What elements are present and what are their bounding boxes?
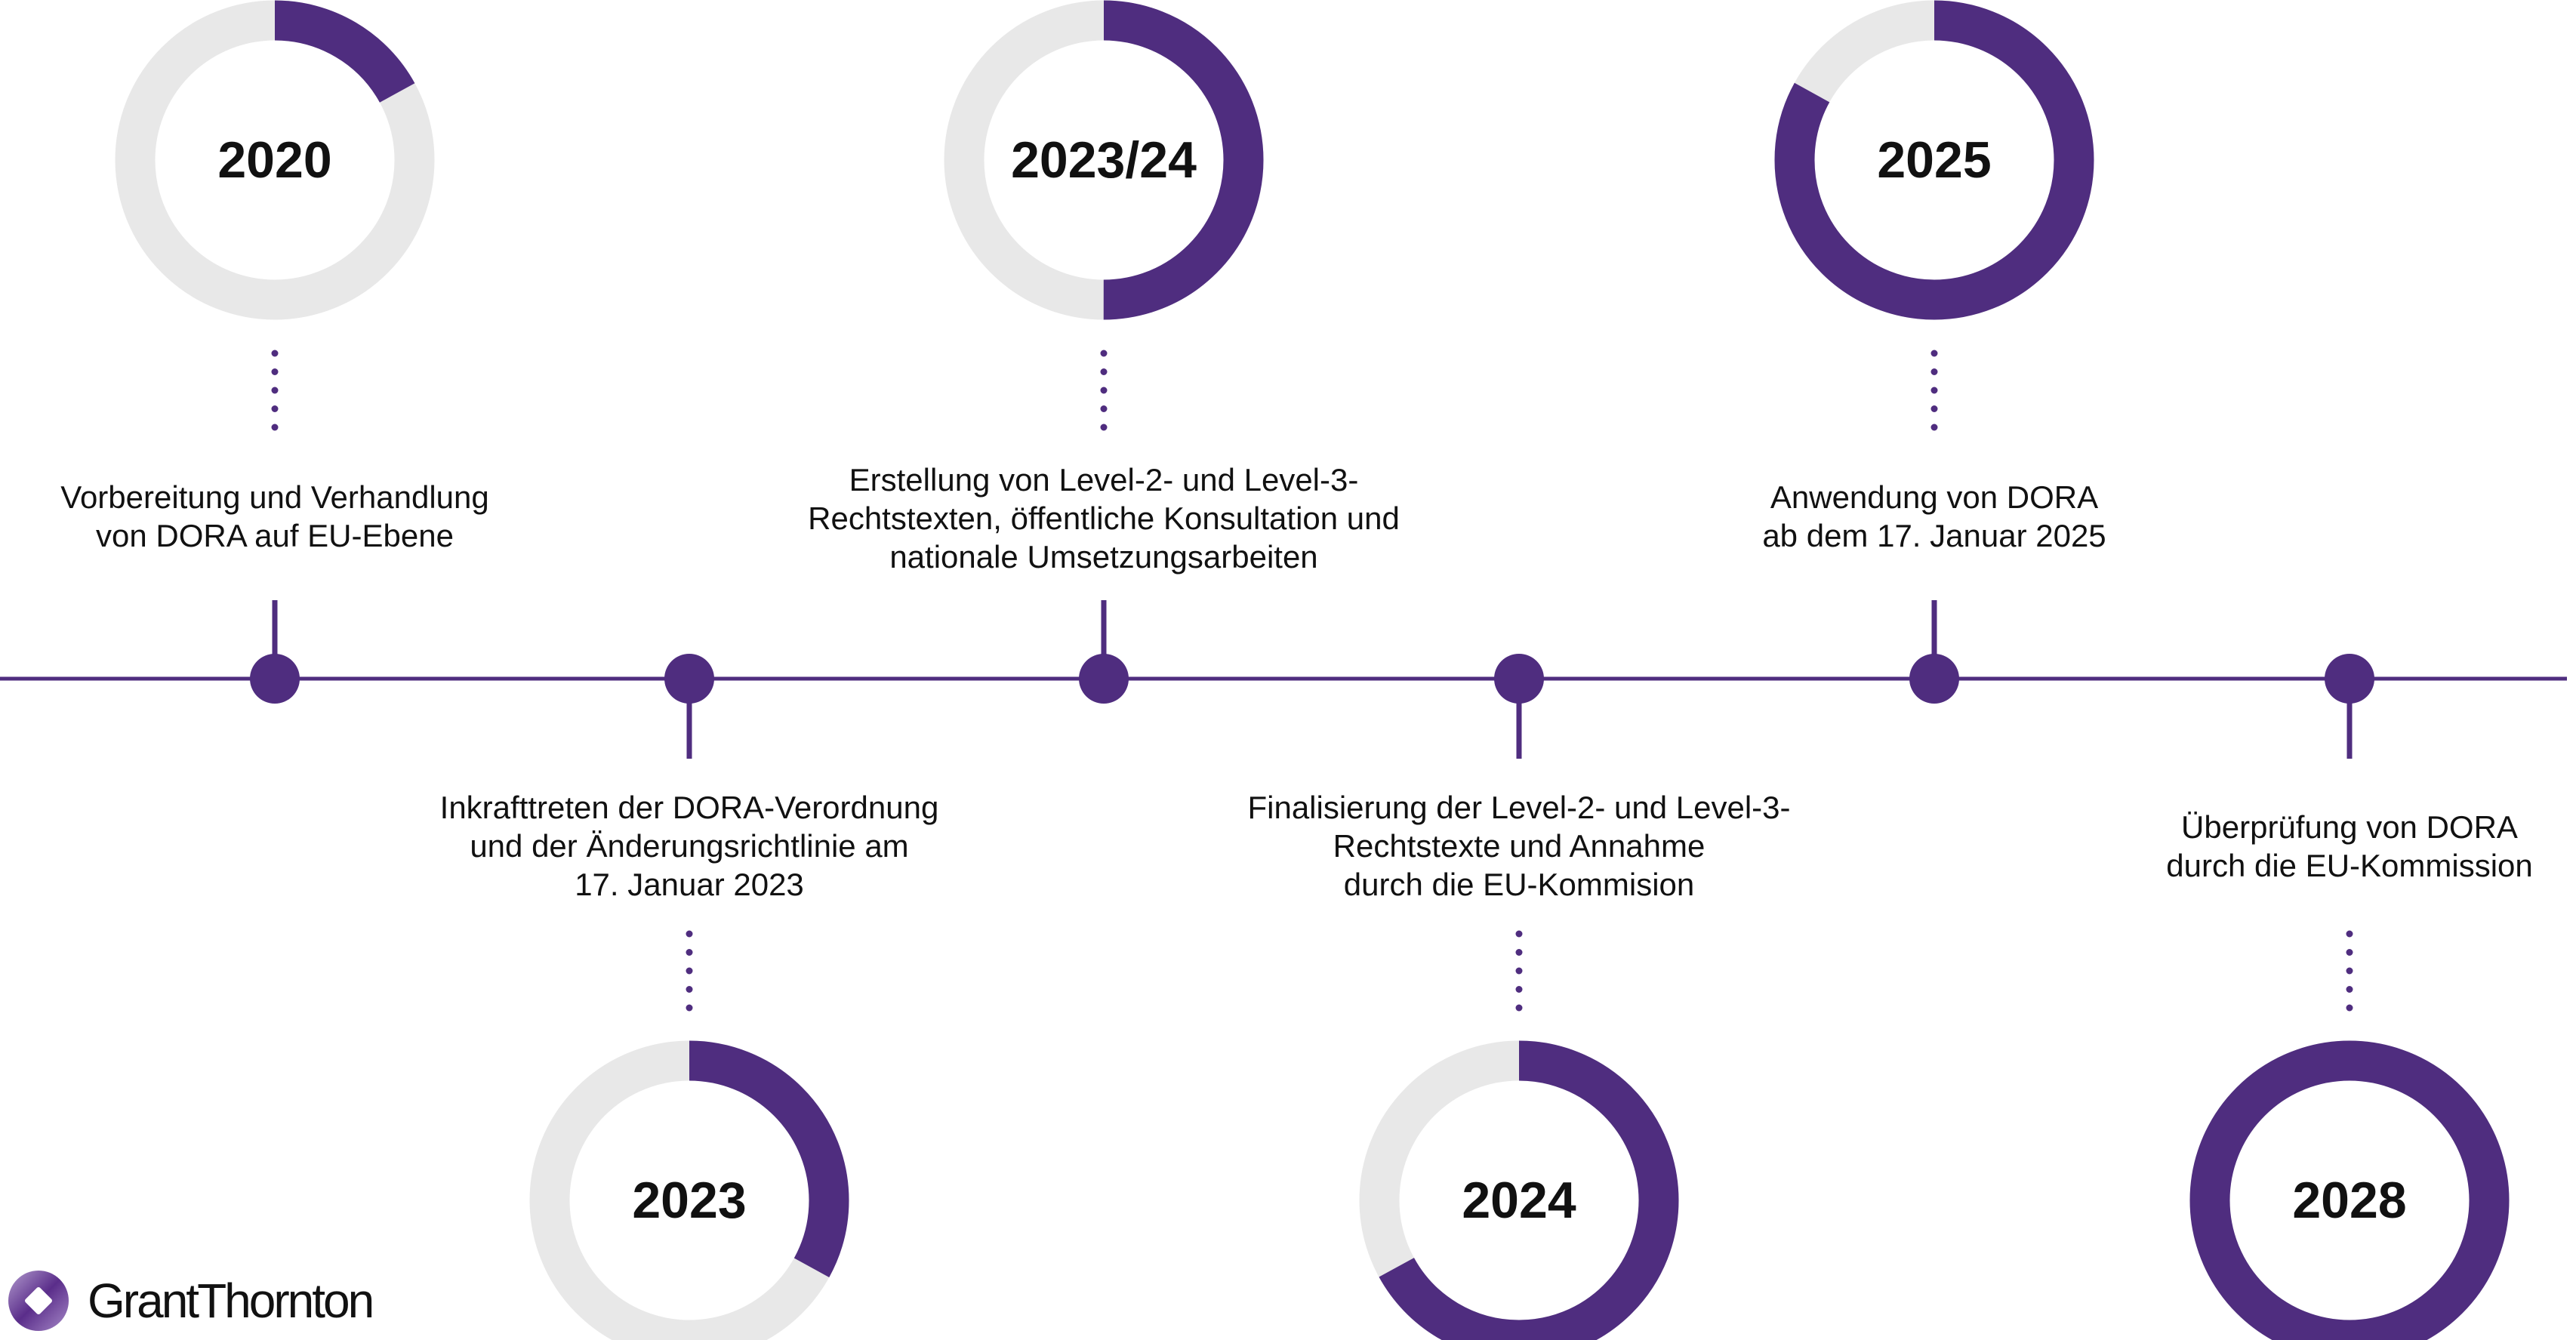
connector-dot: [271, 368, 279, 375]
connector-dot: [2346, 1004, 2353, 1012]
progress-ring-fill: [944, 0, 1264, 320]
milestone-description: Finalisierung der Level-2- und Level-3-R…: [1142, 788, 1897, 904]
connector-dot: [2346, 986, 2353, 993]
progress-ring-fill: [115, 0, 435, 320]
connector-dot: [1100, 387, 1108, 394]
connector-dot: [2346, 949, 2353, 956]
timeline-node: [1909, 654, 1959, 704]
connector-dot: [686, 967, 693, 975]
connector-dot: [1100, 424, 1108, 431]
milestone-2024: 2024: [1359, 654, 1679, 1340]
description-line: Überprüfung von DORA: [2181, 809, 2518, 845]
timeline-node: [250, 654, 300, 704]
connector-dot: [1100, 350, 1108, 357]
connector-dot: [1515, 986, 1523, 993]
year-label: 2023: [632, 1172, 746, 1229]
year-label: 2023/24: [1011, 131, 1197, 189]
connector-dot: [686, 1004, 693, 1012]
description-line: Inkrafttreten der DORA-Verordnung: [439, 790, 939, 825]
connector-dot: [1930, 350, 1938, 357]
description-line: Rechtstexte und Annahme: [1333, 828, 1706, 864]
milestone-2025: 2025: [1774, 0, 2094, 704]
timeline-node: [1494, 654, 1544, 704]
milestone-description: Erstellung von Level-2- und Level-3- Rech…: [726, 461, 1481, 576]
connector-dot: [1515, 930, 1523, 938]
connector-dot: [1930, 387, 1938, 394]
description-line: 17. Januar 2023: [575, 867, 804, 902]
connector-dot: [686, 949, 693, 956]
timeline-node: [1079, 654, 1129, 704]
description-line: Erstellung von Level-2- und Level-3-: [849, 462, 1359, 497]
connector-dot: [2346, 930, 2353, 938]
grant-thornton-logo-icon: [8, 1271, 69, 1331]
connector-dot: [271, 387, 279, 394]
connector-dot: [1515, 949, 1523, 956]
year-label: 2024: [1462, 1172, 1576, 1229]
progress-ring-fill: [2189, 1040, 2510, 1340]
connector-dot: [1100, 368, 1108, 375]
connector-dot: [2346, 967, 2353, 975]
connector-dot: [686, 986, 693, 993]
connector-dot: [271, 350, 279, 357]
grant-thornton-logo-text: GrantThornton: [88, 1274, 374, 1328]
progress-ring-fill: [1359, 1040, 1679, 1340]
connector-dot: [1930, 368, 1938, 375]
description-line: ab dem 17. Januar 2025: [1762, 518, 2106, 553]
year-label: 2028: [2292, 1172, 2406, 1229]
grant-thornton-logo: GrantThornton: [6, 1268, 374, 1333]
connector-dot: [271, 424, 279, 431]
progress-ring-fill: [529, 1040, 849, 1340]
year-label: 2020: [217, 131, 331, 189]
timeline-node: [664, 654, 714, 704]
connector-dot: [271, 405, 279, 412]
progress-ring-fill: [1774, 0, 2094, 320]
description-line: durch die EU-Kommision: [1343, 867, 1695, 902]
milestone-2023: 2023: [529, 654, 849, 1340]
connector-dot: [686, 930, 693, 938]
connector-dot: [1515, 1004, 1523, 1012]
description-line: von DORA auf EU-Ebene: [96, 518, 454, 553]
description-line: Finalisierung der Level-2- und Level-3-: [1247, 790, 1791, 825]
milestone-2023-24: 2023/24: [944, 0, 1264, 704]
connector-dot: [1100, 405, 1108, 412]
connector-dot: [1930, 424, 1938, 431]
timeline-node: [2325, 654, 2374, 704]
milestone-2020: 2020: [115, 0, 435, 704]
description-line: und der Änderungsrichtlinie am: [470, 828, 909, 864]
description-line: Rechtstexten, öffentliche Konsultation u…: [808, 501, 1400, 536]
connector-dot: [1930, 405, 1938, 412]
milestone-2028: 2028: [2189, 654, 2510, 1340]
year-label: 2025: [1877, 131, 1991, 189]
description-line: durch die EU-Kommission: [2166, 848, 2533, 883]
description-line: Anwendung von DORA: [1770, 479, 2099, 515]
description-line: Vorbereitung und Verhandlung: [60, 479, 489, 515]
connector-dot: [1515, 967, 1523, 975]
description-line: nationale Umsetzungsarbeiten: [889, 539, 1318, 575]
